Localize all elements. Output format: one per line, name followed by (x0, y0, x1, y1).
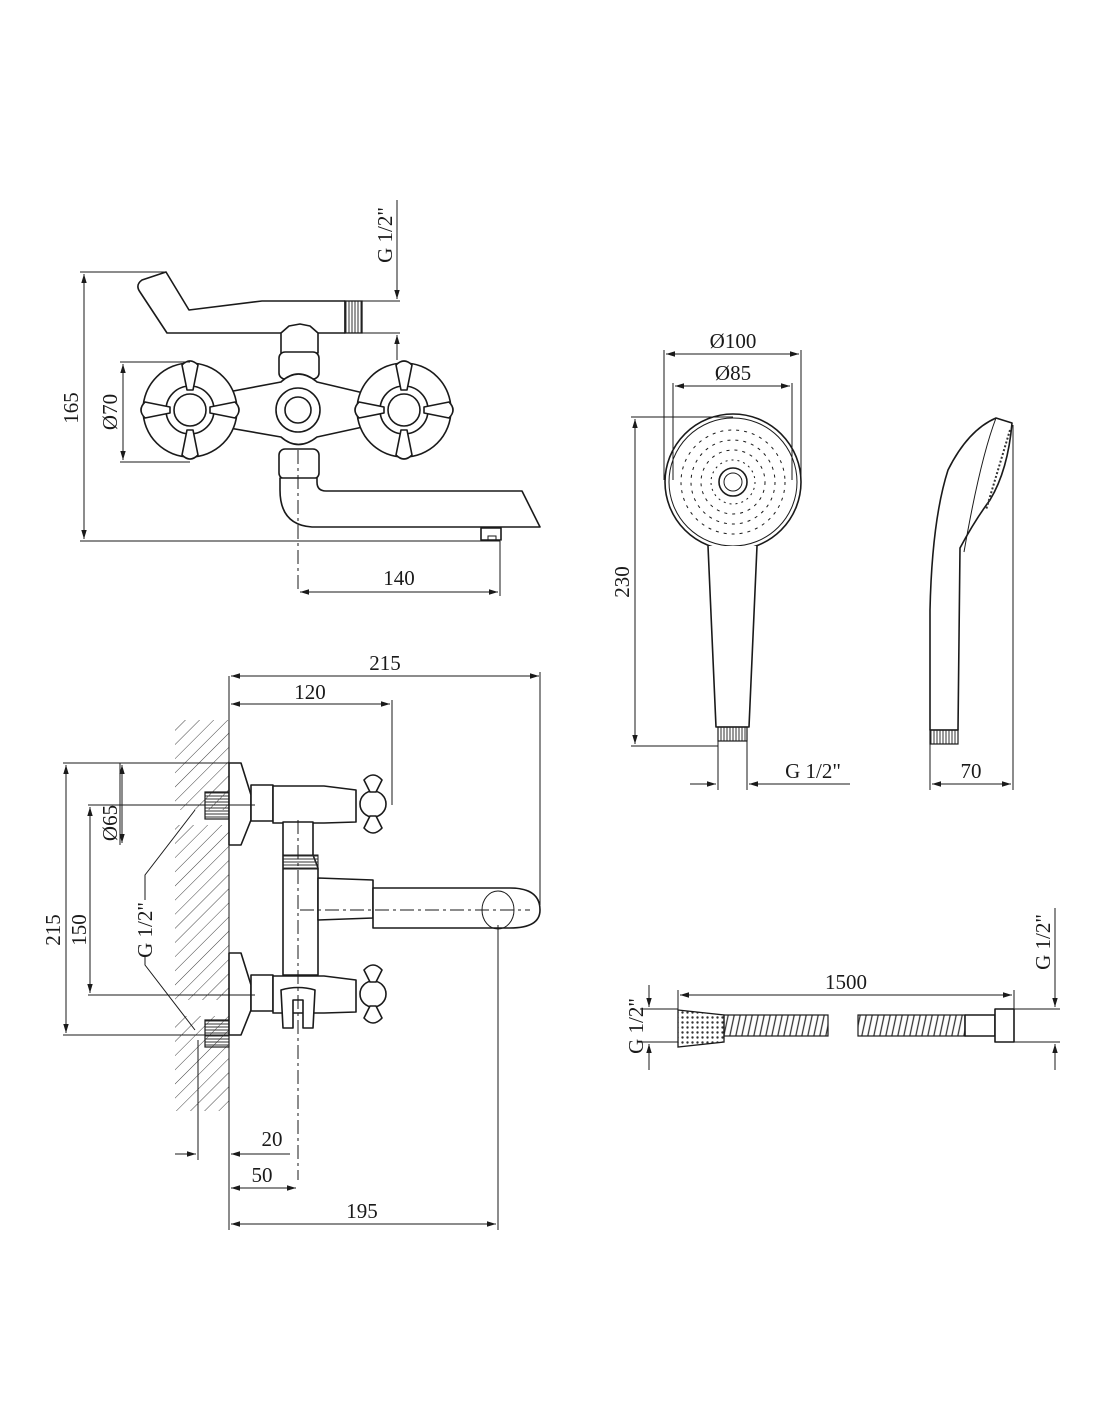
hose-cone-fitting (677, 1009, 725, 1048)
hose-right-section (857, 1014, 966, 1037)
spout-reach-label: 140 (383, 566, 415, 590)
upper-handle-side (359, 774, 387, 834)
shower-center (718, 467, 748, 497)
flange-diameter-label: Ø65 (98, 805, 122, 841)
height-label: 165 (59, 392, 83, 424)
right-cross-handle (354, 360, 454, 460)
holder-offset-label: 50 (252, 1163, 273, 1187)
lever-thread (344, 300, 363, 334)
shower-handle (707, 545, 758, 728)
hose: 1500 G 1/2" G 1/2" (624, 908, 1060, 1070)
hose-length-label: 1500 (825, 970, 867, 994)
front-view: 165 Ø70 G 1/2" 140 (59, 200, 541, 596)
spout-depth-label: 195 (346, 1199, 378, 1223)
head-outer-label: Ø100 (710, 329, 757, 353)
shower-length-label: 230 (610, 566, 634, 598)
inlet-spacing-label: 150 (67, 914, 91, 946)
diverter-lever (137, 271, 346, 334)
hose-right-thread-label: G 1/2" (1031, 914, 1055, 970)
aerator (480, 527, 502, 541)
lower-inlet-thread (204, 1019, 230, 1048)
body-top (280, 323, 319, 354)
left-cross-handle (140, 360, 240, 460)
handle-diameter-label: Ø70 (98, 394, 122, 430)
total-depth-label: 215 (369, 651, 401, 675)
hand-shower-side: 70 (929, 417, 1014, 790)
spout-top (372, 887, 541, 929)
shower-thread-label: G 1/2" (785, 759, 841, 783)
spout (279, 477, 541, 528)
handle-depth-label: 120 (294, 680, 326, 704)
wall-offset-label: 20 (262, 1127, 283, 1151)
mixer-column (282, 821, 319, 976)
hose-nut-fitting (994, 1008, 1015, 1043)
body-center-bore (284, 396, 312, 424)
hose-left-thread-label: G 1/2" (624, 998, 648, 1054)
shower-depth-label: 70 (961, 759, 982, 783)
upper-flange (228, 762, 252, 846)
body-nut-bottom (278, 448, 320, 480)
lower-handle-side (359, 964, 387, 1024)
total-height-label: 215 (41, 914, 65, 946)
hose-left-section (723, 1014, 829, 1037)
outlet-thread-label: G 1/2" (373, 207, 397, 263)
top-view: 215 120 215 150 Ø65 G 1/2" 20 50 195 (41, 651, 541, 1230)
head-inner-label: Ø85 (715, 361, 751, 385)
inlet-thread-label: G 1/2" (133, 902, 157, 958)
shower-holder (280, 986, 316, 1029)
hand-shower-front: Ø100 Ø85 230 G 1/2" (610, 329, 850, 790)
lower-flange (228, 952, 252, 1036)
